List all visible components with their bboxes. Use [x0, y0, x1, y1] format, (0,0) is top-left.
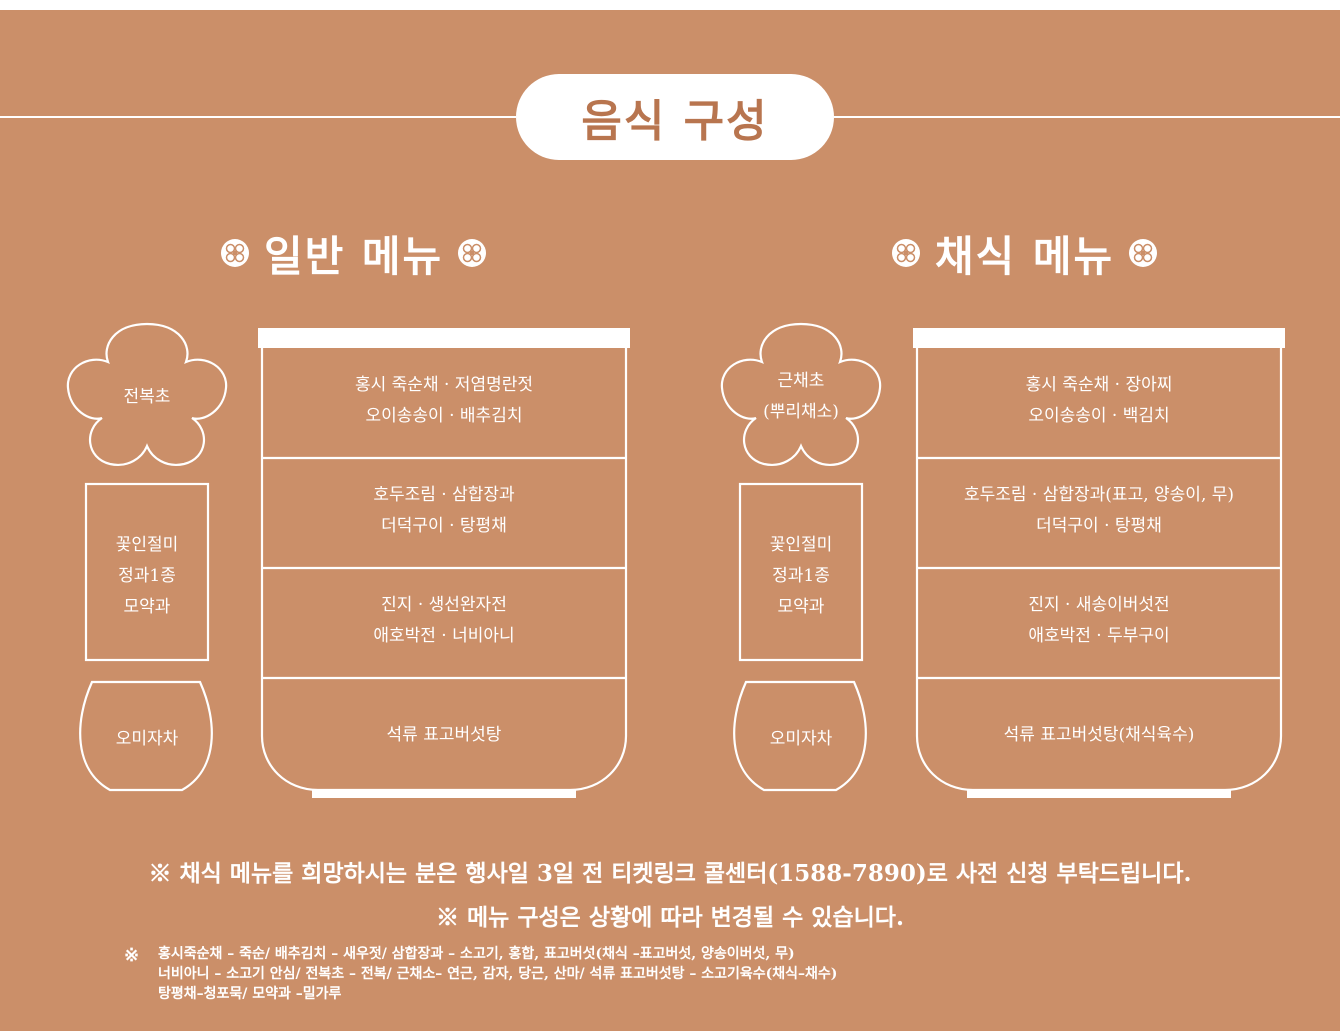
vegetarian-box-item: 모약과	[777, 597, 825, 617]
flower-dish-line: (뿌리채소)	[763, 402, 839, 422]
vegetarian-request-notice: ※ 채식 메뉴를 희망하시는 분은 행사일 3일 전 티켓링크 콜센터(1588…	[148, 860, 1192, 887]
bowl-row-line: 오이송송이 · 백김치	[1028, 406, 1170, 426]
general-flower-dish	[66, 322, 228, 466]
vegetarian-box-item: 정과1종	[772, 566, 830, 586]
general-tea-cup	[79, 680, 213, 792]
vegetarian-bowl-row-2: 호두조림 · 삼합장과(표고, 양송이, 무) 더덕구이 · 탕평채	[917, 480, 1281, 542]
menu-composition-panel: 음식 구성 일반 메뉴 채식 메뉴	[0, 10, 1340, 1031]
footnote-line: 탕평채–청포묵/ 모약과 –밀가루	[158, 986, 342, 1002]
bowl-row-line: 더덕구이 · 탕평채	[381, 516, 507, 536]
flower-ornament-icon	[1129, 239, 1158, 267]
general-bowl-row-3: 진지 · 생선완자전 애호박전 · 너비아니	[262, 590, 626, 652]
page-title: 음식 구성	[516, 74, 834, 160]
vegetarian-box-items: 꽃인절미 정과1종 모약과	[740, 530, 862, 623]
bowl-row-line: 홍시 죽순채 · 장아찌	[1025, 375, 1173, 395]
bowl-row-line: 오이송송이 · 배추김치	[365, 406, 523, 426]
vegetarian-flower-dish-label: 근채초 (뿌리채소)	[741, 366, 861, 428]
general-menu-heading-text: 일반 메뉴	[264, 231, 444, 281]
general-bowl-row-4: 석류 표고버섯탕	[262, 720, 626, 751]
flower-dish-line: 근채초	[777, 371, 825, 391]
vegetarian-menu-heading-text: 채식 메뉴	[935, 231, 1115, 281]
general-bowl-row-2: 호두조림 · 삼합장과 더덕구이 · 탕평채	[262, 480, 626, 542]
vegetarian-bowl	[913, 328, 1285, 798]
general-menu-heading: 일반 메뉴	[206, 222, 501, 284]
bowl-row-line: 더덕구이 · 탕평채	[1036, 516, 1162, 536]
bowl-row-line: 애호박전 · 두부구이	[1028, 626, 1170, 646]
general-box-item: 정과1종	[118, 566, 176, 586]
ingredient-footnote: 홍시죽순채 – 죽순/ 배추김치 – 새우젓/ 삼합장과 – 소고기, 홍합, …	[158, 944, 837, 1004]
bowl-row-line: 호두조림 · 삼합장과	[373, 485, 515, 505]
bowl-row-line: 호두조림 · 삼합장과(표고, 양송이, 무)	[963, 485, 1235, 505]
footnote-line: 너비아니 – 소고기 안심/ 전복초 – 전복/ 근채소– 연근, 감자, 당근…	[158, 966, 838, 982]
footnote-line: 홍시죽순채 – 죽순/ 배추김치 – 새우젓/ 삼합장과 – 소고기, 홍합, …	[158, 946, 795, 962]
bowl-row-line: 진지 · 새송이버섯전	[1028, 595, 1170, 615]
vegetarian-bowl-row-1: 홍시 죽순채 · 장아찌 오이송송이 · 백김치	[917, 370, 1281, 432]
vegetarian-menu-heading: 채식 메뉴	[877, 222, 1172, 284]
vegetarian-flower-dish	[720, 322, 882, 466]
footnote-mark: ※	[124, 945, 140, 966]
general-flower-dish-label: 전복초	[123, 387, 171, 407]
decorative-lines	[0, 116, 1340, 798]
bowl-row-line: 석류 표고버섯탕	[386, 725, 502, 745]
vegetarian-sweets-box	[738, 482, 864, 662]
general-bowl	[258, 328, 630, 798]
flower-ornament-icon	[892, 239, 920, 267]
bowl-row-line: 애호박전 · 너비아니	[373, 626, 515, 646]
vegetarian-tea-cup	[733, 680, 867, 792]
bowl-row-line: 석류 표고버섯탕(채식육수)	[1003, 725, 1195, 745]
general-box-item: 모약과	[123, 597, 171, 617]
vegetarian-cup-label: 오미자차	[769, 729, 833, 749]
vegetarian-bowl-row-3: 진지 · 새송이버섯전 애호박전 · 두부구이	[917, 590, 1281, 652]
menu-change-notice: ※ 메뉴 구성은 상황에 따라 변경될 수 있습니다.	[436, 904, 904, 931]
bowl-row-line: 홍시 죽순채 · 저염명란젓	[354, 375, 533, 395]
general-box-item: 꽃인절미	[115, 535, 179, 555]
general-sweets-box	[84, 482, 210, 662]
vegetarian-box-item: 꽃인절미	[769, 535, 833, 555]
flower-ornament-icon	[458, 239, 487, 267]
vegetarian-bowl-row-4: 석류 표고버섯탕(채식육수)	[917, 720, 1281, 751]
general-cup-label: 오미자차	[115, 729, 179, 749]
bowl-row-line: 진지 · 생선완자전	[381, 595, 507, 615]
general-box-items: 꽃인절미 정과1종 모약과	[86, 530, 208, 623]
general-bowl-row-1: 홍시 죽순채 · 저염명란젓 오이송송이 · 배추김치	[262, 370, 626, 432]
flower-ornament-icon	[221, 239, 249, 267]
